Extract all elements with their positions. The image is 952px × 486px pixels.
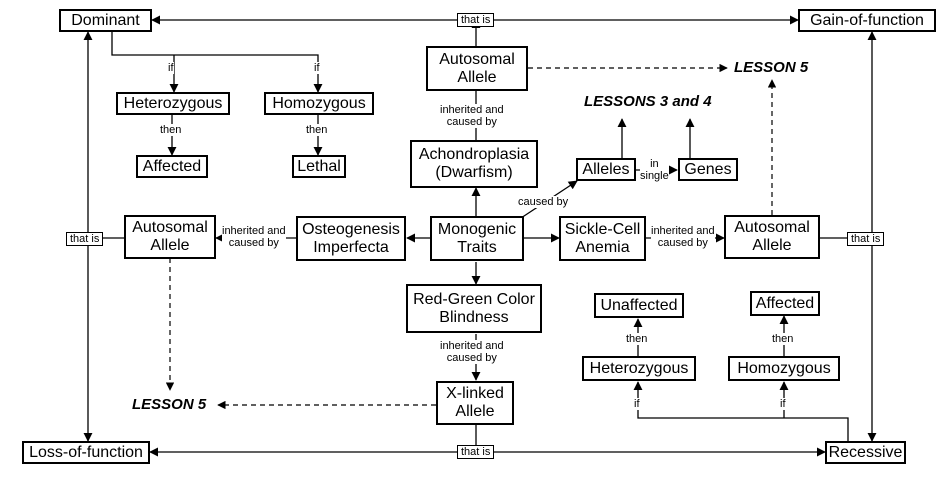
edge-recessive-branch <box>633 381 849 441</box>
node-genes: Genes <box>678 158 738 181</box>
node-dominant: Dominant <box>59 9 152 32</box>
label-in-single: in single <box>640 158 669 182</box>
node-gain-of-function: Gain-of-function <box>798 9 936 32</box>
label-then-3: then <box>626 333 648 345</box>
node-autosomal-allele-right: Autosomal Allele <box>724 215 820 259</box>
label-if-4: if <box>780 398 786 410</box>
node-unaffected: Unaffected <box>594 293 684 318</box>
node-homozygous-left: Homozygous <box>264 92 374 115</box>
node-x-linked-allele: X-linked Allele <box>436 381 514 425</box>
label-inherited-right: inherited and caused by <box>651 225 715 249</box>
label-inherited-left: inherited and caused by <box>222 225 286 249</box>
node-achondroplasia: Achondroplasia (Dwarfism) <box>410 140 538 188</box>
label-if-3: if <box>634 398 640 410</box>
label-caused-by: caused by <box>518 196 569 208</box>
node-sickle-cell-anemia: Sickle-Cell Anemia <box>559 216 646 261</box>
node-autosomal-allele-left: Autosomal Allele <box>124 215 216 259</box>
label-that-is-top: that is <box>457 13 495 27</box>
edge-dominant-branch <box>111 32 323 93</box>
node-heterozygous-left: Heterozygous <box>116 92 230 115</box>
lesson-5-bottom: LESSON 5 <box>132 396 207 413</box>
label-then-1: then <box>160 124 182 136</box>
node-monogenic-traits: Monogenic Traits <box>430 216 524 261</box>
label-if-1: if <box>168 62 174 74</box>
node-alleles: Alleles <box>576 158 636 181</box>
node-red-green: Red-Green Color Blindness <box>406 284 542 333</box>
label-that-is-right: that is <box>847 232 885 246</box>
node-affected-right: Affected <box>750 291 820 316</box>
node-osteogenesis: Osteogenesis Imperfecta <box>296 216 406 261</box>
label-that-is-left: that is <box>66 232 104 246</box>
label-inherited-top: inherited and caused by <box>440 104 504 128</box>
node-autosomal-allele-top: Autosomal Allele <box>426 46 528 91</box>
node-heterozygous-right: Heterozygous <box>582 356 696 381</box>
label-then-2: then <box>306 124 328 136</box>
lesson-5-top: LESSON 5 <box>734 59 809 76</box>
lessons-3-and-4: LESSONS 3 and 4 <box>584 93 712 110</box>
label-inherited-bottom: inherited and caused by <box>440 340 504 364</box>
node-affected-left: Affected <box>136 155 208 178</box>
node-lethal: Lethal <box>292 155 346 178</box>
label-that-is-bottom: that is <box>457 445 495 459</box>
node-homozygous-right: Homozygous <box>728 356 840 381</box>
label-then-4: then <box>772 333 794 345</box>
label-if-2: if <box>314 62 320 74</box>
node-recessive: Recessive <box>825 441 906 464</box>
node-loss-of-function: Loss-of-function <box>22 441 150 464</box>
